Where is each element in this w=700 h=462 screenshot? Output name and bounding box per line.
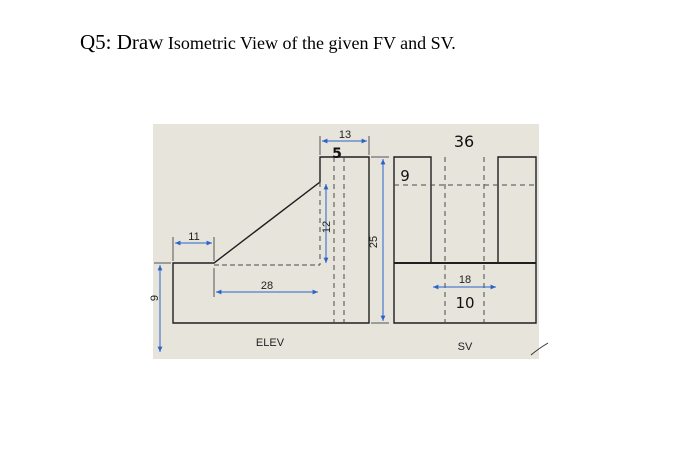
dim-label-incline-span: 28 xyxy=(261,280,273,292)
dim-label-base-height: 9 xyxy=(149,295,161,301)
front-view-dimensions xyxy=(154,136,389,352)
front-view-caption: ELEV xyxy=(256,337,285,349)
pen-mark xyxy=(530,342,549,356)
dim-label-total-height: 25 xyxy=(368,236,380,248)
front-view-labels: 13 11 28 12 25 9 ELEV 5 xyxy=(149,129,380,349)
dim-label-base-left: 11 xyxy=(188,231,199,243)
front-view-outline xyxy=(172,156,370,324)
question-text: Isometric View of the given FV and SV. xyxy=(163,33,456,53)
dim-label-slot-depth: 12 xyxy=(321,221,333,233)
front-view xyxy=(172,156,370,324)
dim-label-top-width: 13 xyxy=(339,129,351,141)
handwritten-total-width: 36 xyxy=(454,132,474,151)
handwritten-slot-width: 5 xyxy=(332,146,342,162)
side-view-caption: SV xyxy=(458,341,473,353)
question-heading: Q5: Draw Isometric View of the given FV … xyxy=(80,30,456,55)
side-view-labels: 18 SV 36 9 10 xyxy=(400,132,474,353)
dim-label-side-slot: 18 xyxy=(459,274,471,286)
handwritten-slot-depth: 10 xyxy=(455,294,474,312)
question-number: Q5: Draw xyxy=(80,30,164,54)
side-view xyxy=(393,156,537,324)
drawing-panel xyxy=(153,124,539,359)
handwritten-arm-width: 9 xyxy=(400,167,410,185)
